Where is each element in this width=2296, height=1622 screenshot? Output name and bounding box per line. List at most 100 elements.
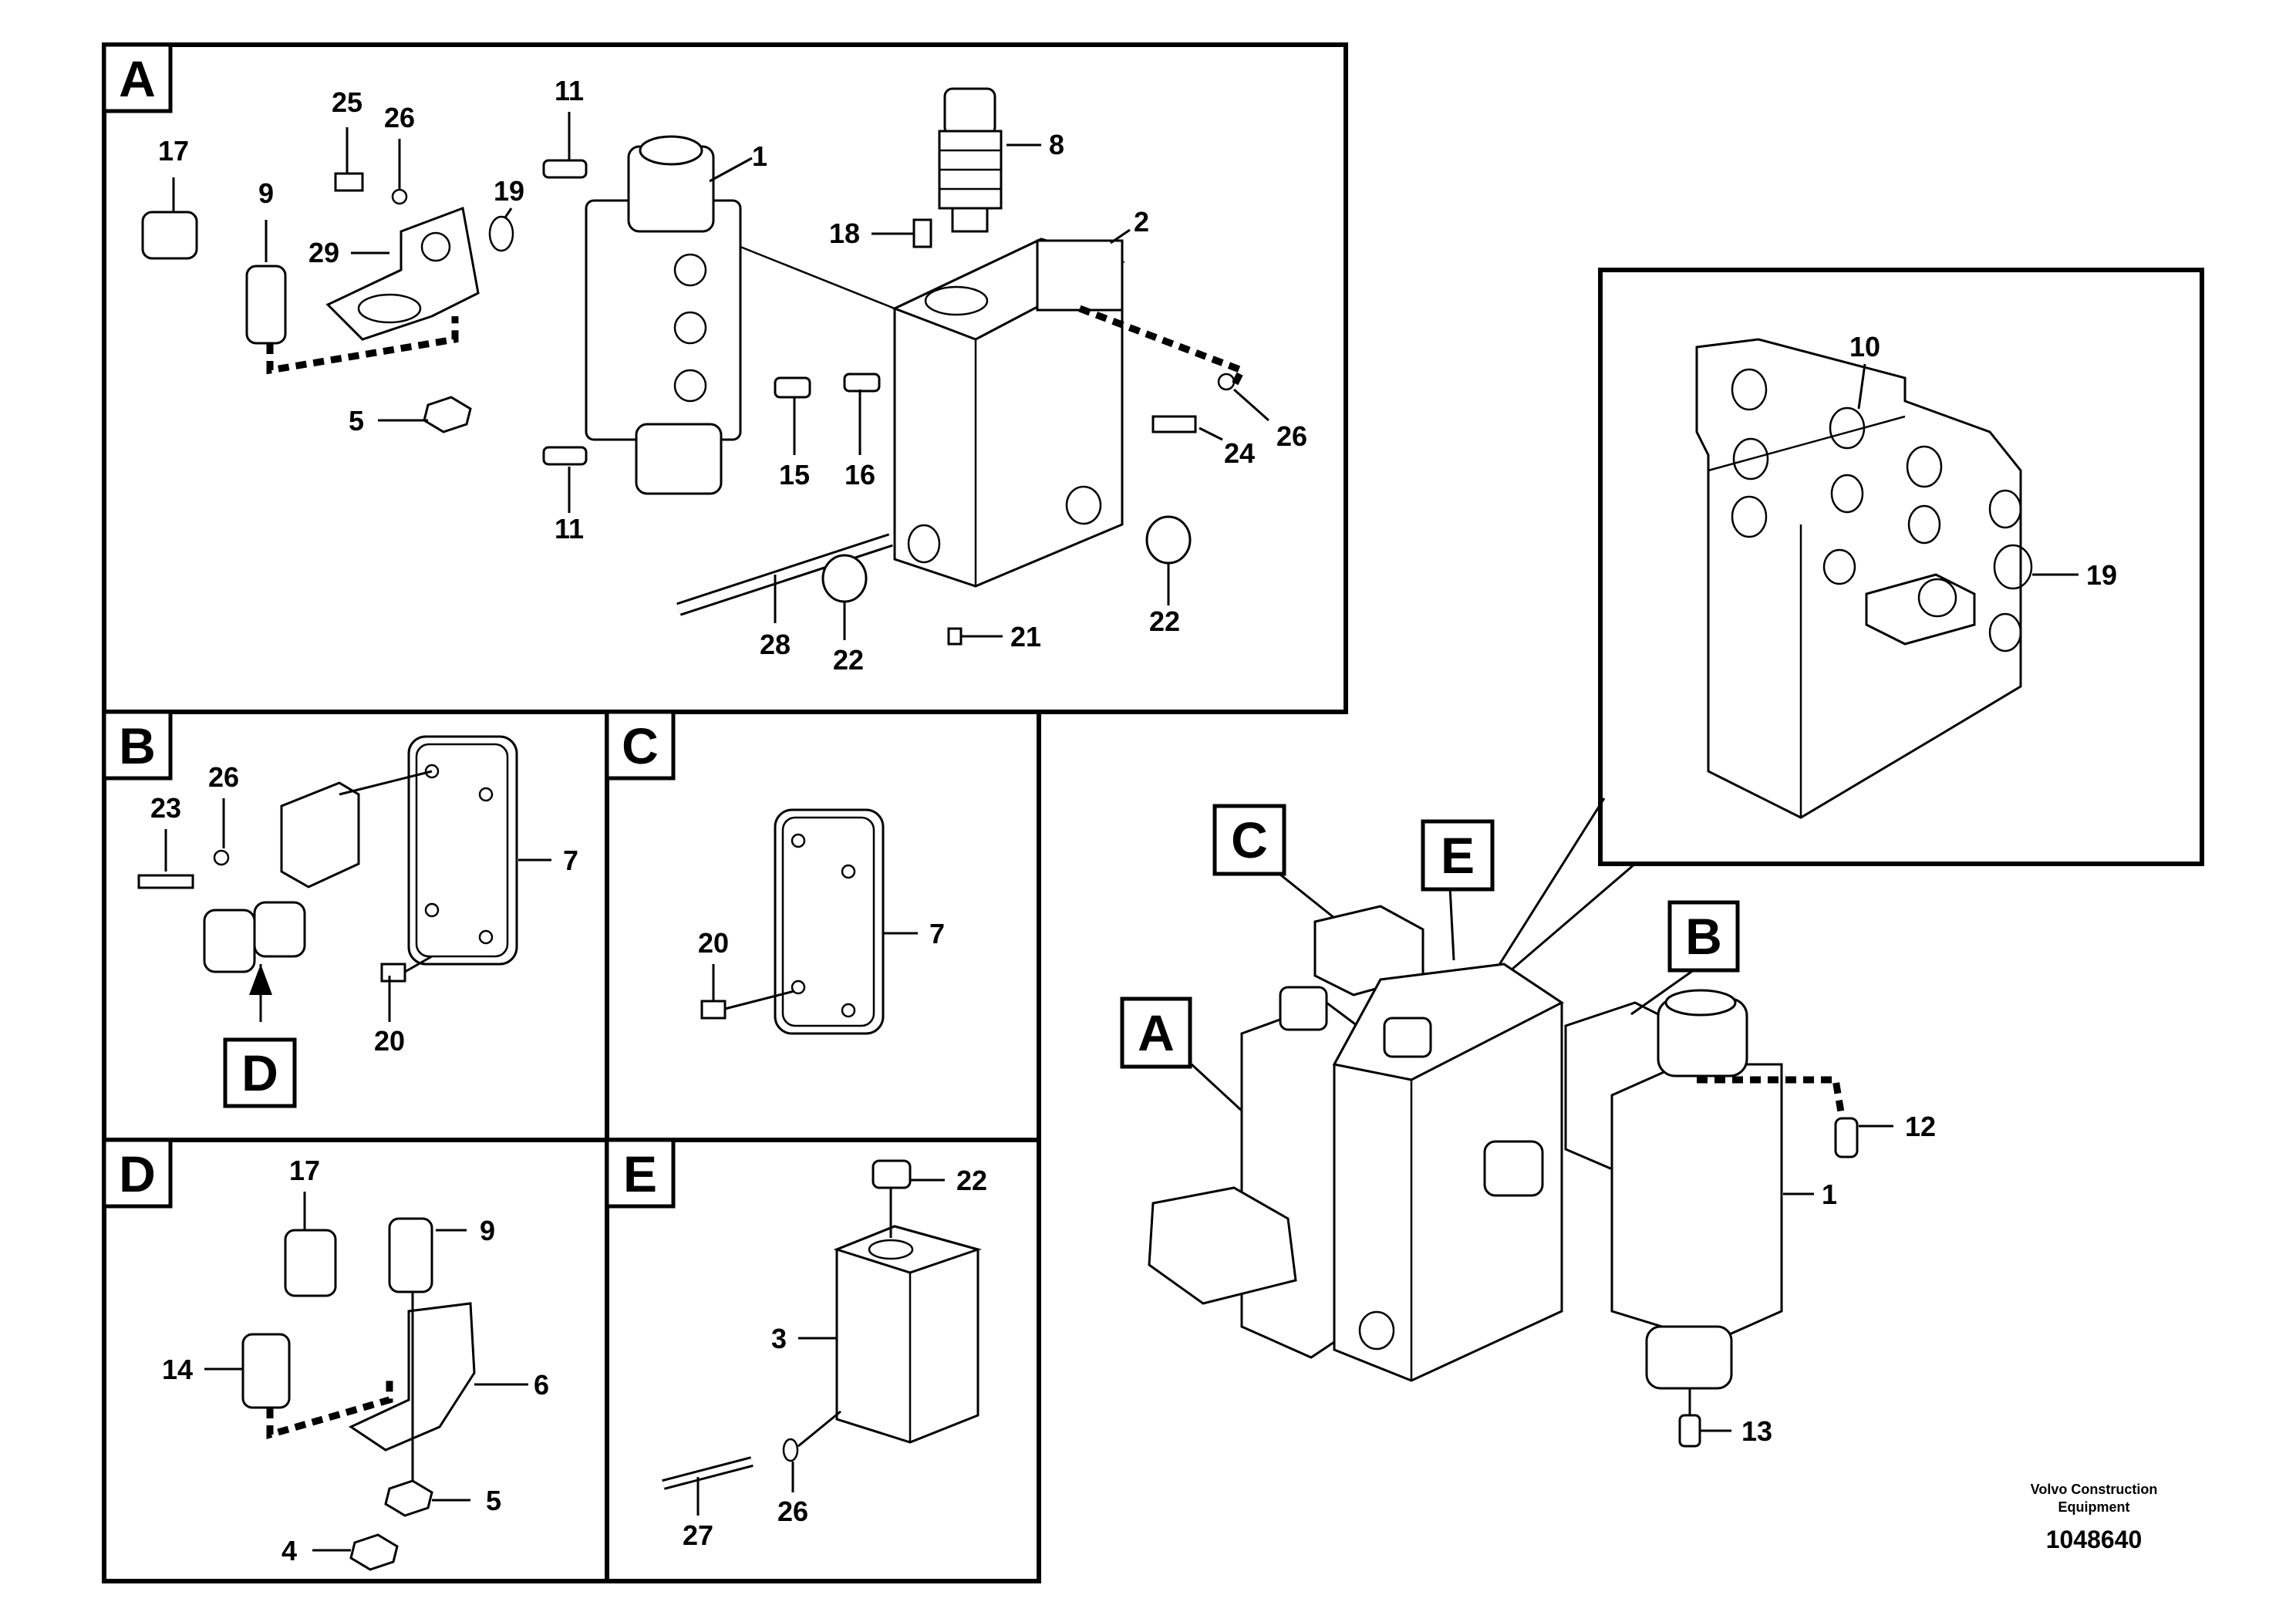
- callout-20: 20: [698, 927, 729, 959]
- section-e-tag: [605, 1138, 676, 1209]
- overview-tag-b-letter: B: [1685, 908, 1722, 965]
- section-a-letter: A: [119, 50, 156, 107]
- callout-26-right: 26: [1276, 420, 1307, 452]
- overview-valve-1: [1610, 1063, 1783, 1344]
- callout-16: 16: [845, 459, 875, 491]
- callout-21: 21: [1010, 621, 1041, 653]
- overview-fitting-12: [1834, 1117, 1859, 1158]
- screw-20-b: [380, 963, 406, 983]
- section-a-leaders: [172, 112, 1269, 640]
- bracket-29: [325, 206, 480, 341]
- callout-17: 17: [158, 135, 189, 167]
- section-c-letter: C: [622, 717, 659, 774]
- section-e-letter: E: [623, 1145, 657, 1202]
- adapter-14: [241, 1333, 291, 1409]
- nut-5-d: [384, 1479, 433, 1517]
- callout-18: 18: [829, 218, 860, 249]
- callout-26-top: 26: [384, 102, 415, 133]
- ref-tag-d: [223, 1037, 297, 1108]
- nut-4: [349, 1533, 399, 1571]
- overview-tag-a-letter: A: [1138, 1004, 1175, 1061]
- overview-tag-c: [1212, 804, 1286, 876]
- callout-14: 14: [162, 1354, 193, 1385]
- overview-bracket: [1148, 1186, 1297, 1305]
- detail-o-rings: [1731, 368, 2033, 653]
- overview-hose: [1697, 1076, 1847, 1127]
- bracket-b: [280, 781, 360, 889]
- elbow-b-right: [253, 901, 306, 958]
- callout-28: 28: [760, 629, 791, 660]
- washer-26-right: [1217, 373, 1236, 391]
- fitting-16: [843, 373, 881, 393]
- overview-cap: [1383, 1017, 1432, 1058]
- nut-5: [423, 396, 472, 433]
- ref-tag-d-letter: D: [241, 1044, 278, 1101]
- bolt-23: [137, 874, 194, 889]
- footer-company-line2: Equipment: [2058, 1499, 2130, 1515]
- callout-9: 9: [480, 1215, 495, 1246]
- callout-22-left: 22: [833, 644, 864, 676]
- screw-20-c: [700, 1000, 727, 1020]
- section-d-tag: [102, 1138, 173, 1209]
- solenoid-valve: [585, 135, 895, 495]
- section-b-letter: B: [119, 717, 156, 774]
- fitting-11-bottom: [542, 446, 588, 466]
- bolt-25: [334, 172, 364, 192]
- section-b: B D 23 26 7 20: [102, 710, 609, 1142]
- section-a-tag: [102, 42, 173, 113]
- callout-12: 12: [1905, 1111, 1936, 1142]
- elbow-9: [245, 265, 287, 345]
- overview-tag-e: [1421, 819, 1495, 892]
- overview-tag-e-letter: E: [1441, 827, 1475, 884]
- section-c-tag: [605, 710, 676, 781]
- callout-2: 2: [1134, 206, 1149, 238]
- elbow-9-d: [388, 1217, 433, 1293]
- callout-19: 19: [2086, 559, 2117, 591]
- callout-11-bottom: 11: [555, 513, 584, 545]
- o-ring-19: [488, 215, 514, 252]
- cartridge: [938, 87, 1003, 233]
- section-e-frame: [605, 1138, 1041, 1583]
- callout-5: 5: [349, 405, 364, 437]
- callout-5: 5: [486, 1485, 501, 1516]
- detail-pointer-1: [1491, 798, 1606, 976]
- footer-company-line1: Volvo Construction: [2031, 1482, 2158, 1497]
- cover-7-c: [774, 808, 885, 1035]
- washer-26-e: [782, 1438, 799, 1462]
- detail-block: [1695, 338, 2022, 819]
- elbow-b-left: [203, 909, 256, 973]
- detail-view: 10 19: [1598, 268, 2204, 866]
- section-e: E 22 3 27 26: [605, 1138, 1041, 1583]
- hose-d: [266, 1381, 393, 1439]
- overview-fitting-13: [1678, 1414, 1701, 1448]
- detail-pointer-2: [1499, 862, 1636, 981]
- callout-13: 13: [1741, 1415, 1772, 1447]
- fitting-11-top: [542, 159, 588, 179]
- hose-a-right: [1078, 305, 1247, 388]
- valve-block: [892, 238, 1126, 588]
- callout-4: 4: [282, 1535, 297, 1566]
- callout-19: 19: [494, 175, 524, 207]
- overview-leaders: [1701, 1125, 1893, 1432]
- detail-view-frame: [1598, 268, 2204, 866]
- block-3: [833, 1225, 983, 1444]
- arrow-to-d: [249, 964, 272, 995]
- callout-17: 17: [289, 1155, 320, 1186]
- callout-24: 24: [1224, 437, 1255, 469]
- callout-26: 26: [777, 1496, 808, 1527]
- section-b-tag: [102, 710, 173, 781]
- detail-leaders: [1857, 363, 2079, 576]
- plug-22-right: [1145, 515, 1192, 565]
- callout-1: 1: [1822, 1179, 1837, 1210]
- callout-11-top: 11: [555, 75, 584, 106]
- section-a: A: [102, 42, 1348, 714]
- overview-assembly: C E B A 12 1 13: [1120, 804, 1936, 1448]
- callout-7: 7: [563, 845, 578, 876]
- section-c-leaders: [712, 932, 918, 1001]
- callout-29: 29: [308, 237, 339, 268]
- section-c: C 20 7: [605, 710, 1041, 1142]
- callout-7: 7: [929, 918, 945, 949]
- plug-22-e: [872, 1159, 912, 1189]
- callout-20: 20: [374, 1025, 405, 1057]
- overview-tag-c-letter: C: [1231, 811, 1268, 868]
